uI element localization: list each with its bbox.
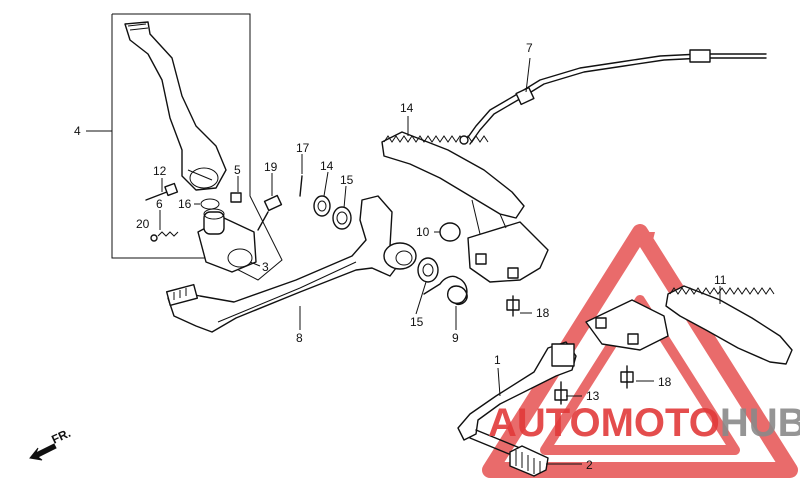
cap-10 <box>439 222 461 242</box>
pedal-rubber-2 <box>509 445 549 477</box>
watermark-part2: MOTO <box>601 401 720 445</box>
kickstarter-arm <box>124 21 227 191</box>
callout-18-center: 18 <box>536 306 550 320</box>
kickstarter-assembly-bracket <box>111 13 283 281</box>
bolt-19 <box>257 194 283 231</box>
svg-text:AUTOMOTOHUB: AUTOMOTOHUB <box>488 401 800 445</box>
kick-spindle-boss <box>197 208 257 273</box>
callout-10: 10 <box>416 225 430 239</box>
direction-label: FR. <box>49 426 72 447</box>
watermark-text: AUTOMOTOHUB <box>488 401 800 445</box>
callout-11: 11 <box>714 273 727 287</box>
callout-17: 17 <box>296 141 310 155</box>
watermark-part3: HUB <box>720 401 800 445</box>
callout-9: 9 <box>452 331 459 345</box>
front-direction-arrow: FR. <box>29 426 73 461</box>
spring-6 <box>157 231 179 237</box>
washer-15-right <box>417 257 439 283</box>
callout-18-right: 18 <box>658 375 672 389</box>
footpeg-left <box>381 131 549 283</box>
callout-20: 20 <box>136 217 150 231</box>
watermark-part1: AUTO <box>488 401 601 445</box>
callout-13: 13 <box>586 389 600 403</box>
footpeg-right <box>585 285 793 365</box>
pin-17 <box>299 175 303 197</box>
callout-4: 4 <box>74 124 81 138</box>
ball-20 <box>150 234 158 242</box>
brake-pedal <box>165 195 417 333</box>
bolt-12 <box>145 182 179 201</box>
callout-5: 5 <box>234 163 241 177</box>
callout-12: 12 <box>153 164 167 178</box>
callout-7: 7 <box>526 41 533 55</box>
washer-15-left <box>332 206 352 230</box>
callout-19: 19 <box>264 160 278 174</box>
leader-lines <box>86 57 721 465</box>
bolt-13 <box>554 381 568 405</box>
return-spring-9 <box>423 275 468 306</box>
callout-14-small: 14 <box>320 159 334 173</box>
brake-cable-7 <box>459 49 767 145</box>
callout-14-footpeg: 14 <box>400 101 414 115</box>
bolt-18-right <box>620 365 634 389</box>
washer-14-left <box>313 195 331 217</box>
callout-1: 1 <box>494 353 501 367</box>
bolt-18-center <box>506 295 520 317</box>
callout-labels: 4 12 5 16 6 20 19 3 17 14 15 8 15 9 10 1… <box>74 41 727 472</box>
callout-3: 3 <box>262 260 269 274</box>
callout-16: 16 <box>178 197 192 211</box>
nut-5 <box>230 192 242 203</box>
callout-6: 6 <box>156 197 163 211</box>
callout-15-right: 15 <box>410 315 424 329</box>
change-pedal <box>457 341 577 457</box>
callout-8: 8 <box>296 331 303 345</box>
washer-16 <box>200 198 220 210</box>
callout-15-left: 15 <box>340 173 354 187</box>
callout-2: 2 <box>586 458 593 472</box>
